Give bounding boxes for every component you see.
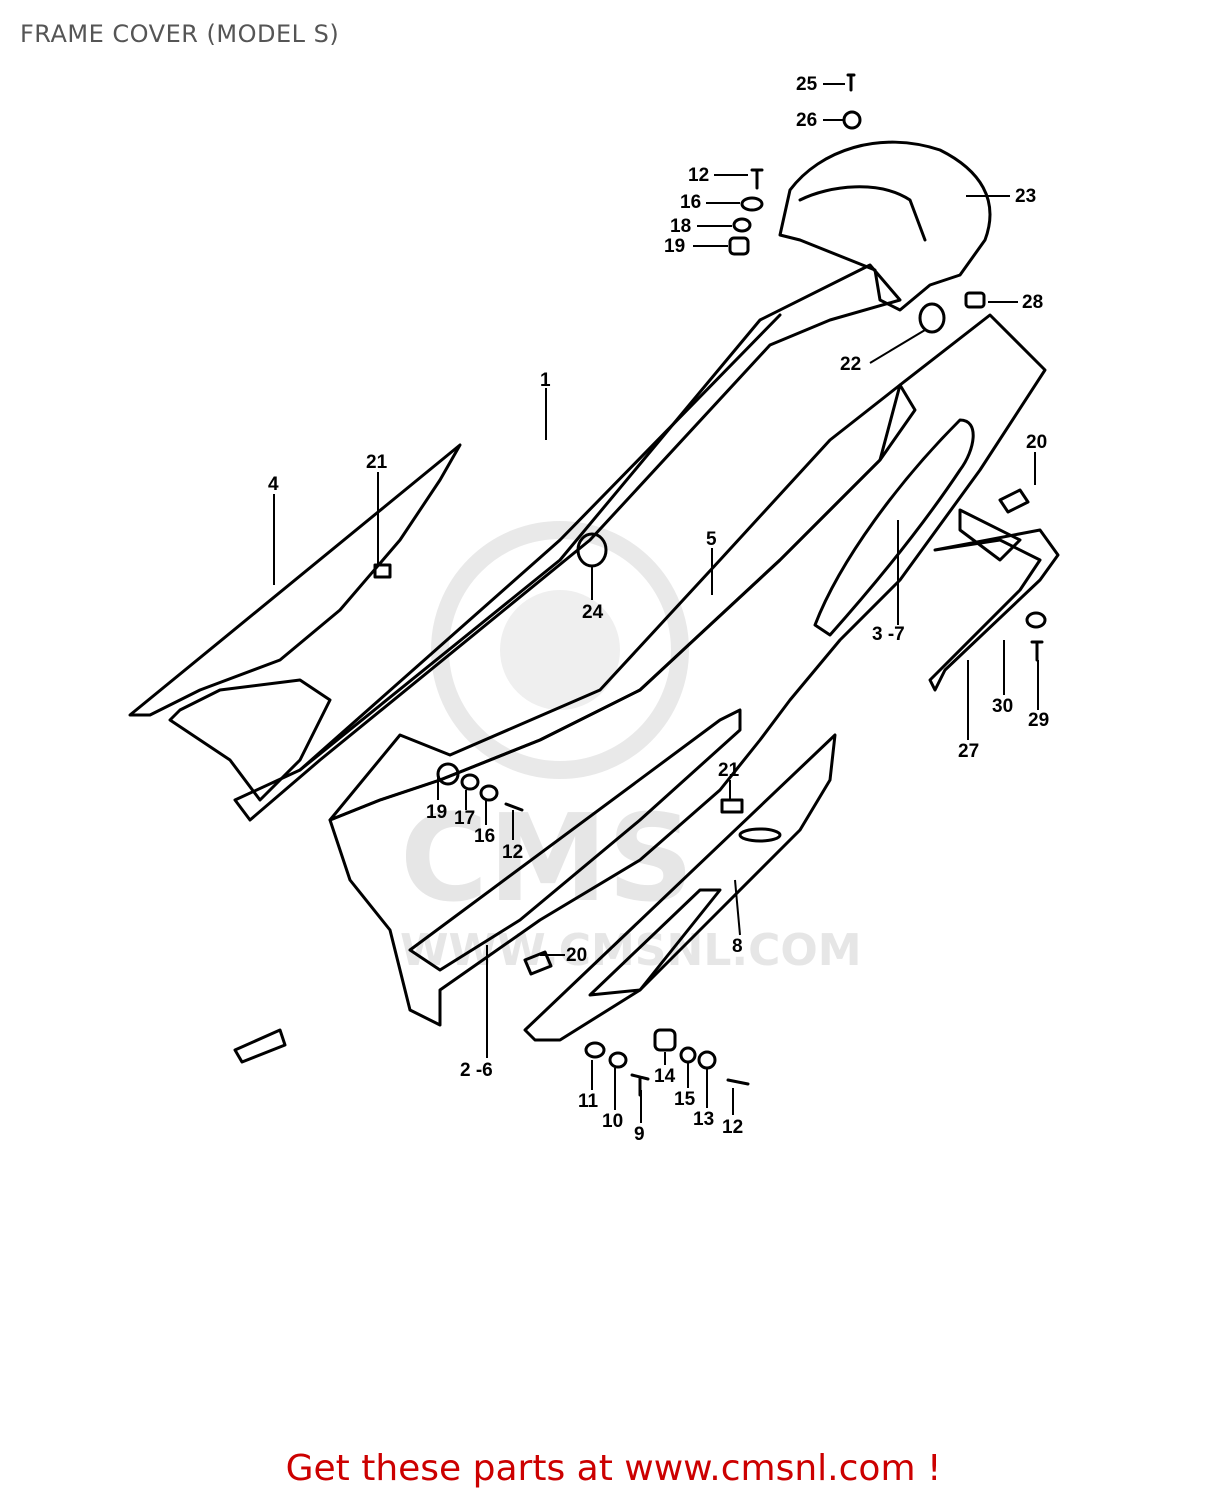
callout-18: 18 [670,216,691,237]
callout-3-7: 3 -7 [872,624,905,645]
callout-30: 30 [992,696,1013,717]
front-arrow-icon [233,1028,287,1064]
callout-8: 8 [732,936,743,957]
watermark-url: WWW.CMSNL.COM [400,925,862,976]
part-20-clip [998,488,1030,514]
callout-26: 26 [796,110,817,131]
part-12-bolt-mid [504,802,524,812]
callout-4: 4 [268,474,279,495]
callout-24: 24 [582,602,604,623]
callout-19: 19 [664,236,685,257]
part-20-clip-b [523,950,553,976]
callout-5: 5 [706,529,717,550]
callouts: 25 26 12 16 18 19 23 28 22 1 21 4 20 5 2… [268,74,1049,1145]
callout-12b: 12 [502,842,523,863]
part-3-7-side-cover [328,313,1047,1027]
part-17-washer [460,773,480,791]
callout-21b: 21 [718,760,740,781]
callout-2-6: 2 -6 [460,1060,493,1081]
callout-25: 25 [796,74,818,95]
part-23-tail-cowl [778,140,992,312]
callout-20: 20 [1026,432,1047,453]
callout-15: 15 [674,1089,696,1110]
callout-11: 11 [578,1091,599,1112]
part-28-nut [964,291,986,309]
part-22-cushion [918,302,946,334]
part-18-washer [732,217,752,233]
watermark-brand: CMS [400,790,694,929]
part-30-washer [1025,611,1047,629]
callout-1: 1 [540,370,551,391]
callout-22: 22 [840,354,861,375]
callout-13: 13 [693,1109,714,1130]
part-8-lower-panel [523,733,837,1042]
callout-20b: 20 [566,945,587,966]
part-10-washer [608,1051,628,1069]
part-21-clip-b [720,798,744,814]
part-12-bolt-lower [726,1078,750,1086]
part-19-grommet [728,236,750,256]
part-1-frame-rail [233,263,902,822]
part-14-grommet [653,1028,677,1052]
part-13-washer [697,1050,717,1070]
callout-21: 21 [366,452,388,473]
callout-23: 23 [1015,186,1036,207]
footer-link[interactable]: Get these parts at www.cmsnl.com ! [285,1448,942,1489]
callout-17: 17 [454,808,475,829]
part-16-washer [740,196,764,212]
callout-14: 14 [654,1066,676,1087]
callout-9: 9 [634,1124,645,1145]
callout-16b: 16 [474,826,495,847]
part-15-washer [679,1046,697,1064]
part-19-grommet-mid [436,762,460,786]
callout-16: 16 [680,192,701,213]
callout-12: 12 [688,165,709,186]
callout-28: 28 [1022,292,1043,313]
part-27-bracket [928,528,1060,692]
diagram-title: FRAME COVER (MODEL S) [20,20,340,48]
part-16-washer-mid [479,784,499,802]
callout-29: 29 [1028,710,1049,731]
part-26-nut [842,110,862,130]
callout-12c: 12 [722,1117,743,1138]
callout-19b: 19 [426,802,447,823]
callout-10: 10 [602,1111,623,1132]
part-2-6-trim [408,708,742,972]
part-21-clip [373,563,392,579]
part-25-bolt [846,73,856,92]
part-29-screw [1030,640,1044,662]
watermark: CMS WWW.CMSNL.COM [400,521,862,976]
callout-27: 27 [958,741,979,762]
part-11-washer [584,1041,606,1059]
part-12-bolt [750,168,764,190]
part-4-side-cover [128,443,462,717]
